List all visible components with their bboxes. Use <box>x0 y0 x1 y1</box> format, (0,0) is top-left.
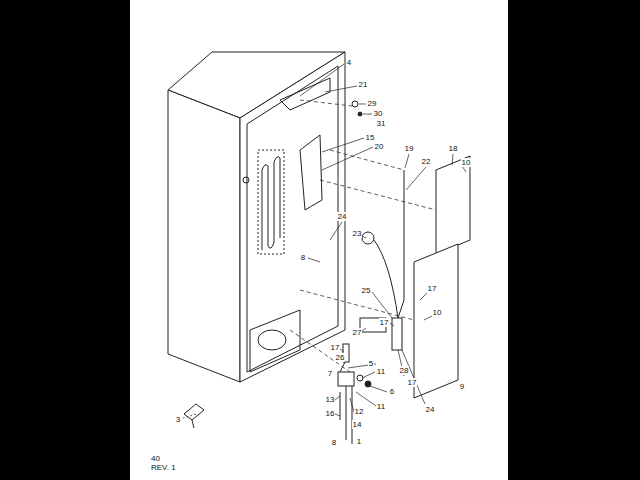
leveler <box>184 404 204 428</box>
water-valve <box>338 372 354 386</box>
callout-number: 40 <box>150 454 161 463</box>
callout-number: 6 <box>389 387 395 396</box>
callout-number: 29 <box>367 99 378 108</box>
callout-number: 31 <box>376 119 387 128</box>
callout-number: 17 <box>427 284 438 293</box>
leader-lines <box>183 64 466 418</box>
callout-number: 21 <box>358 80 369 89</box>
callout-number: 28 <box>399 366 410 375</box>
callout-number: 12 <box>354 407 365 416</box>
callout-number: 24 <box>425 405 436 414</box>
callout-number: 19 <box>404 144 415 153</box>
screw <box>352 101 358 107</box>
callout-number: 7 <box>327 369 333 378</box>
callout-number: 24 <box>337 212 348 221</box>
compressor <box>258 330 286 350</box>
callout-number: 22 <box>421 157 432 166</box>
callout-number: 11 <box>376 367 386 376</box>
callout-number: 8 <box>300 253 306 262</box>
condenser-coil <box>258 150 284 254</box>
callout-number: 5 <box>368 359 374 368</box>
compressor-area <box>250 310 300 372</box>
callout-number: 4 <box>346 58 352 67</box>
access-cover <box>436 156 470 254</box>
callout-number: 9 <box>459 382 465 391</box>
callout-number: 16 <box>325 409 336 418</box>
callout-number: 26 <box>335 353 346 362</box>
callout-number: 25 <box>361 286 372 295</box>
drier <box>280 78 330 110</box>
water-tube <box>340 386 352 444</box>
callout-number: 15 <box>365 133 376 142</box>
explode-lines <box>290 100 436 372</box>
callout-number: 8 <box>331 438 337 447</box>
border-bar <box>0 0 130 480</box>
cord-coil <box>362 232 374 244</box>
tube-bracket <box>300 135 322 210</box>
power-cord <box>398 170 404 318</box>
washer <box>358 112 362 116</box>
callout-number: 17 <box>407 378 418 387</box>
cabinet-side <box>168 90 240 382</box>
cabinet-back <box>240 52 345 382</box>
callout-number: REV. 1 <box>150 463 177 472</box>
cord <box>374 240 398 318</box>
callout-number: 17 <box>379 318 390 327</box>
callout-number: 17 <box>330 343 341 352</box>
callout-number: 30 <box>373 109 384 118</box>
callout-number: 20 <box>374 142 385 151</box>
callout-number: 11 <box>376 402 386 411</box>
callout-number: 1 <box>356 437 362 446</box>
callout-number: 14 <box>352 420 363 429</box>
callout-number: 27 <box>352 328 363 337</box>
callout-number: 13 <box>325 395 336 404</box>
callout-number: 10 <box>432 308 443 317</box>
callout-number: 18 <box>448 144 459 153</box>
callout-number: 23 <box>352 229 363 238</box>
callout-number: 10 <box>461 158 472 167</box>
bracket <box>392 318 402 350</box>
back-flange <box>247 66 338 372</box>
grommet <box>243 177 249 183</box>
border-bar <box>508 0 640 480</box>
rear-panel <box>414 244 458 398</box>
callout-number: 3 <box>175 415 181 424</box>
